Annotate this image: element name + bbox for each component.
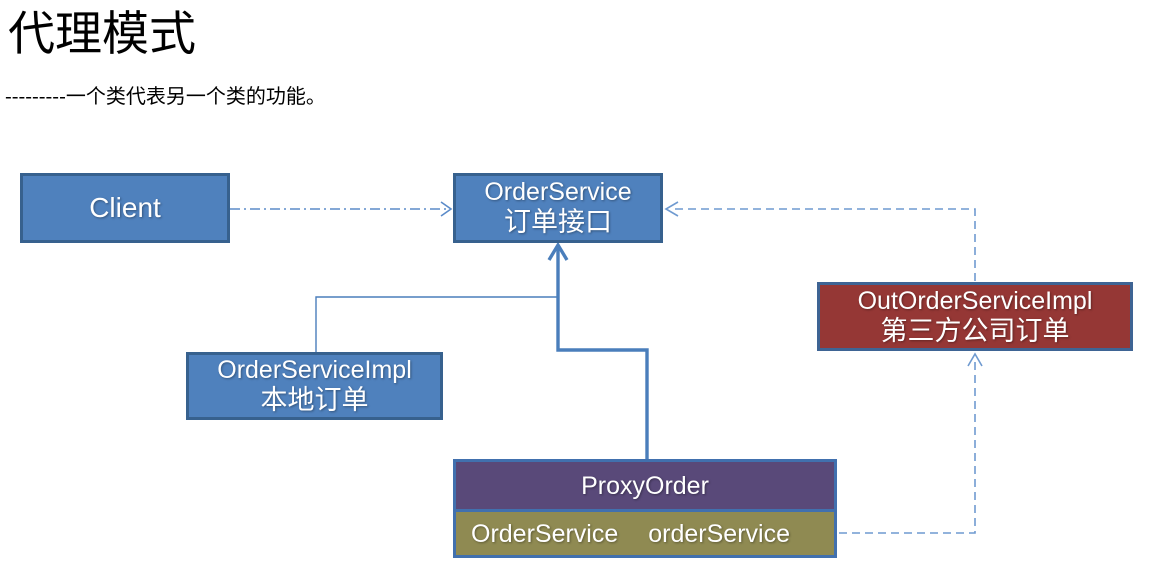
connector-proxyorder-to-orderservice xyxy=(547,241,649,459)
node-out-order-service-impl-sublabel: 第三方公司订单 xyxy=(880,315,1070,347)
node-order-service-impl-sublabel: 本地订单 xyxy=(260,385,369,416)
node-proxy-order-label: ProxyOrder xyxy=(456,462,834,512)
connector-outorderserviceimpl-to-orderservice xyxy=(664,201,976,281)
connector-orderserviceimpl-to-orderservice xyxy=(315,296,558,352)
node-order-service: OrderService 订单接口 xyxy=(453,173,663,243)
proxy-field-type: OrderService xyxy=(471,519,619,548)
connector-client-to-orderservice xyxy=(230,201,453,217)
node-out-order-service-impl-label: OutOrderServiceImpl xyxy=(857,286,1093,315)
page-subtitle: ---------一个类代表另一个类的功能。 xyxy=(5,84,326,108)
node-proxy-order: ProxyOrder OrderService orderService xyxy=(453,459,837,558)
node-proxy-order-field: OrderService orderService xyxy=(456,512,834,555)
connector-proxyorder-to-outorderserviceimpl xyxy=(839,352,983,534)
node-client: Client xyxy=(20,173,230,243)
node-order-service-impl-label: OrderServiceImpl xyxy=(217,356,412,384)
node-order-service-label: OrderService xyxy=(484,178,632,206)
node-order-service-impl: OrderServiceImpl 本地订单 xyxy=(186,352,443,420)
node-order-service-sublabel: 订单接口 xyxy=(504,207,612,238)
page-title: 代理模式 xyxy=(8,7,196,62)
proxy-field-name: orderService xyxy=(648,519,790,548)
node-out-order-service-impl: OutOrderServiceImpl 第三方公司订单 xyxy=(817,282,1133,351)
node-client-label: Client xyxy=(89,192,161,223)
